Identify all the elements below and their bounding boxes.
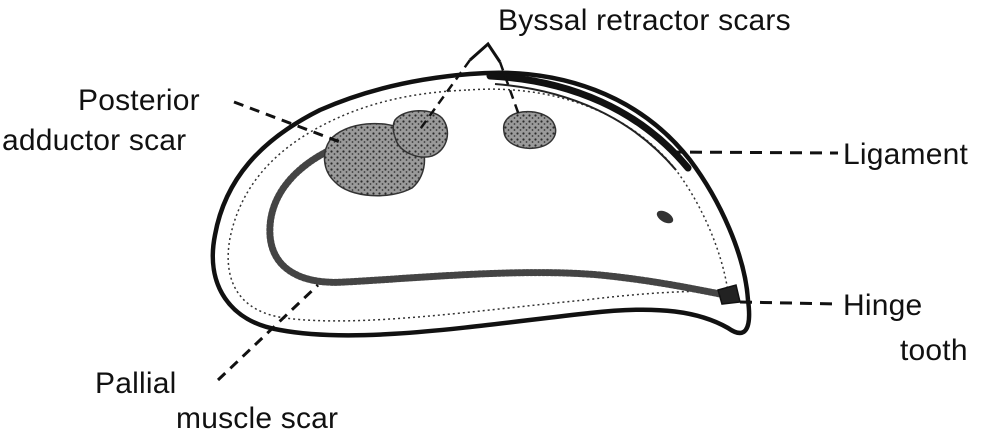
label-posterior-line1: Posterior [78, 84, 200, 118]
byssal-leader [470, 44, 500, 62]
label-pallial-line1: Pallial [95, 367, 176, 401]
hinge-leader [740, 302, 838, 304]
label-hinge-line2: tooth [900, 334, 968, 368]
label-byssal-retractor-scars: Byssal retractor scars [498, 4, 791, 38]
shell-outline [213, 73, 749, 336]
small-mark [655, 208, 676, 226]
ligament-leader [670, 152, 838, 153]
label-pallial-line2: muscle scar [176, 402, 338, 436]
label-ligament: Ligament [843, 138, 968, 172]
byssal-retractor-scar-2 [504, 112, 556, 149]
label-hinge-line1: Hinge [843, 289, 922, 323]
hinge-tooth [718, 285, 740, 304]
label-posterior-line2: adductor scar [2, 124, 186, 158]
